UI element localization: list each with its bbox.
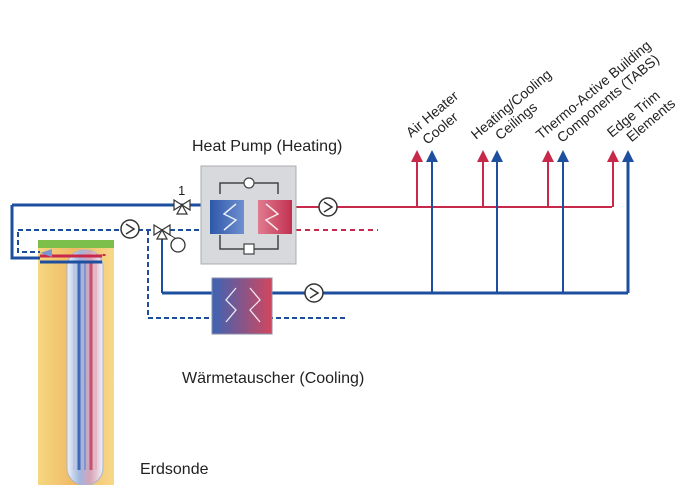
pump-icon xyxy=(120,219,140,239)
consumer-label: Air Heater Cooler xyxy=(403,87,462,147)
heat-pump-unit xyxy=(200,165,297,265)
heat-exchanger-unit xyxy=(211,277,273,335)
heat-exchanger-label: Wärmetauscher (Cooling) xyxy=(182,370,364,387)
ground-probe-label: Erdsonde xyxy=(140,461,209,478)
ground-probe xyxy=(38,240,114,486)
supply-arrows xyxy=(40,150,634,257)
three-way-valve-icon xyxy=(173,198,191,215)
pump-icon xyxy=(318,197,338,217)
pump-icon xyxy=(304,283,324,303)
valve-number-label: 1 xyxy=(178,183,185,198)
consumer-label: Heating/Cooling Ceilings xyxy=(468,66,555,143)
expansion-vessel-icon xyxy=(170,237,186,253)
heat-pump-label: Heat Pump (Heating) xyxy=(192,138,342,155)
three-way-valve-icon xyxy=(153,223,179,241)
pipe-network xyxy=(12,160,630,319)
